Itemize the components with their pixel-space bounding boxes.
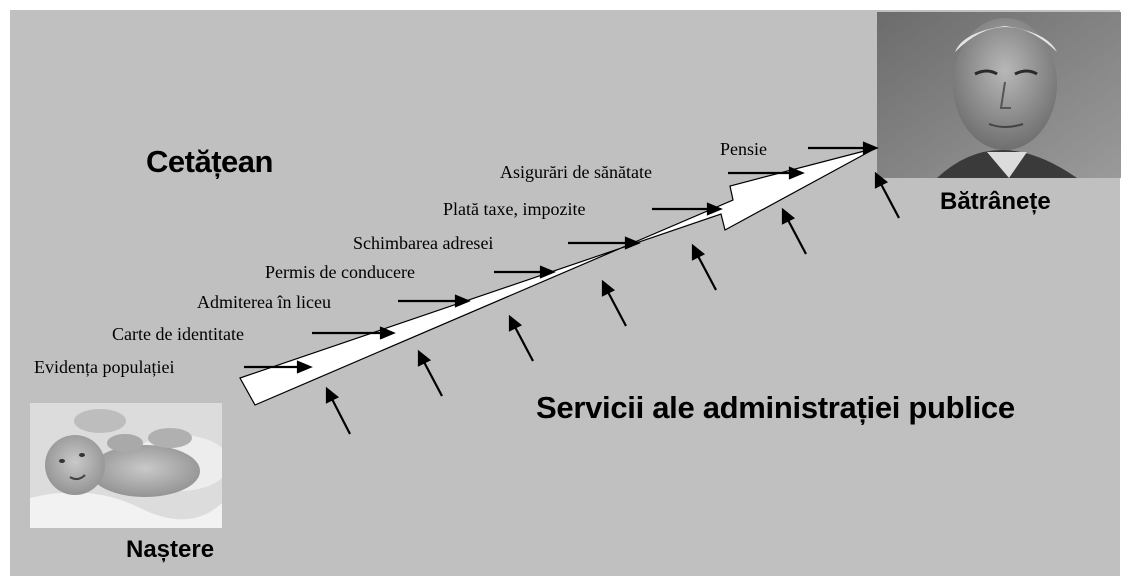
service-label-health-insurance: Asigurări de sănătate [500, 162, 652, 182]
old-man-photo [877, 12, 1121, 178]
baby-photo [30, 403, 222, 528]
services-title: Servicii ale administrației publice [536, 390, 1015, 425]
life-arrow [239, 147, 877, 406]
service-label-pension: Pensie [720, 139, 767, 159]
service-label-identity-card: Carte de identitate [112, 324, 244, 344]
service-label-driving-license: Permis de conducere [265, 262, 415, 282]
birth-label: Naștere [126, 536, 215, 563]
service-label-highschool-admission: Admiterea în liceu [197, 292, 331, 312]
service-label-address-change: Schimbarea adresei [353, 233, 494, 253]
citizen-label: Cetățean [146, 144, 273, 179]
old-age-label: Bătrânețe [940, 188, 1051, 215]
service-label-population-records: Evidența populației [34, 357, 175, 377]
service-label-taxes: Plată taxe, impozite [443, 199, 586, 219]
